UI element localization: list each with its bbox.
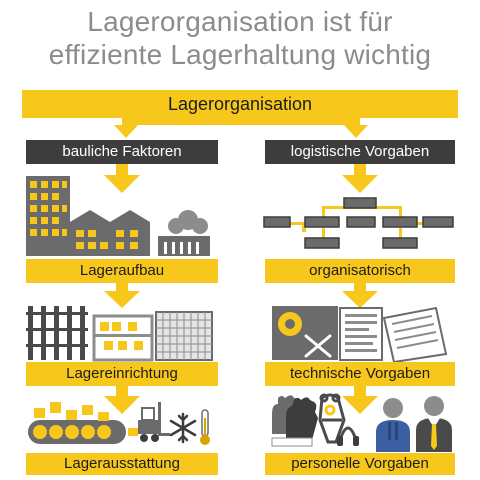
flow-arrow-left-3 <box>104 384 140 414</box>
snowflake-icon <box>169 412 197 444</box>
warehouse-buildings-icon <box>26 176 210 256</box>
flow-arrow-right-1 <box>342 163 378 193</box>
top-box-lagerorganisation: Lagerorganisation <box>22 90 458 118</box>
thermometer-icon <box>200 409 210 445</box>
left-step-3: Lagerausstattung <box>26 453 218 475</box>
technical-documents-icon <box>272 306 448 364</box>
work-gloves-icon <box>271 395 318 447</box>
right-step-1: organisatorisch <box>265 259 455 283</box>
flow-arrow-left-1 <box>104 163 140 193</box>
flow-arrow-right-3 <box>342 384 378 414</box>
branch-connector <box>114 117 368 138</box>
title-line-2: effiziente Lagerhaltung wichtig <box>48 39 432 70</box>
safety-harness-icon <box>318 393 346 444</box>
left-header: bauliche Faktoren <box>26 140 218 164</box>
shelving-icon <box>26 306 213 362</box>
left-step-1: Lageraufbau <box>26 259 218 283</box>
manager-icon <box>416 396 452 452</box>
flow-arrow-right-2 <box>342 281 378 308</box>
left-step-2: Lagereinrichtung <box>26 362 218 386</box>
flow-arrow-left-2 <box>104 281 140 308</box>
conveyor-belt-icon <box>28 402 126 444</box>
worker-icon <box>376 398 410 452</box>
org-chart-icon <box>263 197 454 249</box>
title-line-1: Lagerorganisation ist für <box>87 6 393 37</box>
ear-protection-icon <box>337 426 359 446</box>
right-header: logistische Vorgaben <box>265 140 455 164</box>
right-step-2: technische Vorgaben <box>265 362 455 386</box>
forklift-icon <box>128 402 170 442</box>
right-step-3: personelle Vorgaben <box>265 453 455 475</box>
